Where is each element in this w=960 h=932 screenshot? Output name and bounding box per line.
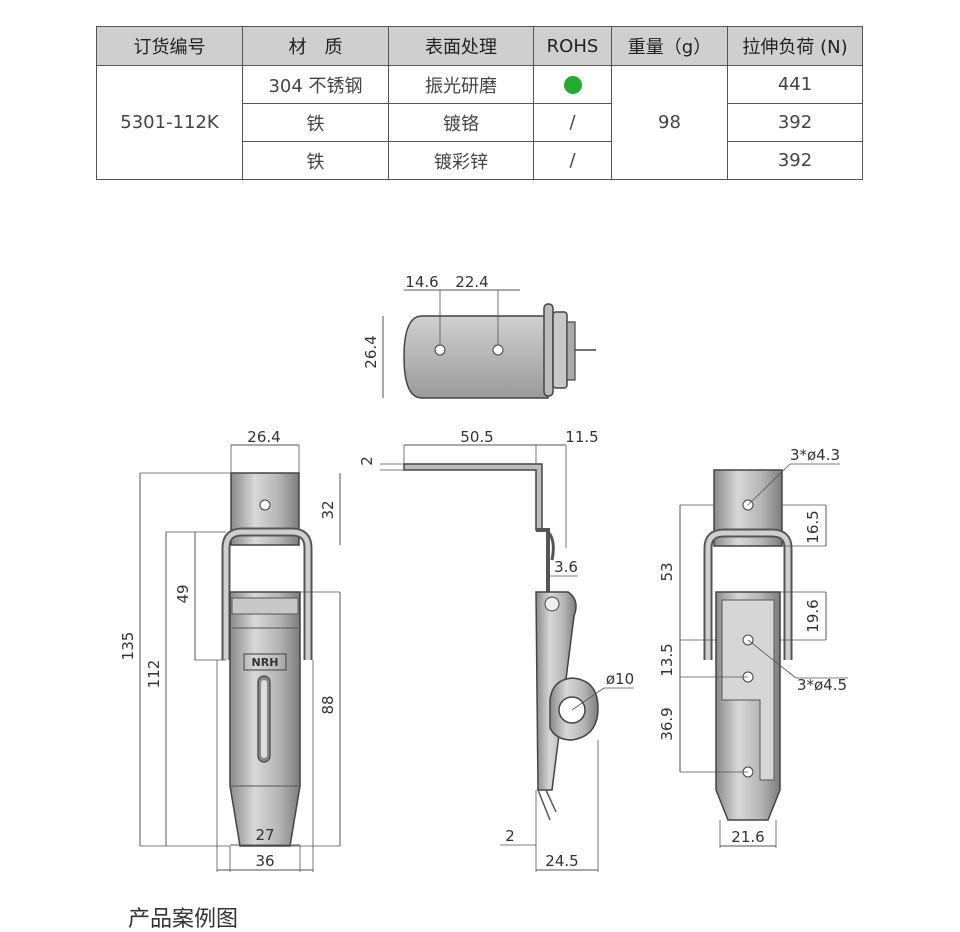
dim-label: 53 xyxy=(658,562,676,581)
dim-label: 36 xyxy=(255,852,274,870)
dim-label: 3*ø4.3 xyxy=(790,446,840,464)
dim-label: 88 xyxy=(319,695,337,714)
dim-label: 2 xyxy=(505,827,515,845)
cell-load: 392 xyxy=(727,103,863,142)
dim-label: 135 xyxy=(119,632,137,661)
dim-label: 3*ø4.5 xyxy=(797,676,847,694)
dim-label: 27 xyxy=(255,826,274,844)
cell-material: 铁 xyxy=(242,141,389,180)
cell-material: 铁 xyxy=(242,103,389,142)
cell-material: 304 不锈钢 xyxy=(242,65,389,104)
dim-label: 19.6 xyxy=(804,599,822,632)
dim-label: 3.6 xyxy=(554,558,578,576)
dim-label: 50.5 xyxy=(460,428,493,446)
back-view: 3*ø4.3 16.5 53 19.6 13.5 3*ø4.5 36.9 21.… xyxy=(658,446,848,848)
dim-label: 49 xyxy=(174,584,192,603)
dim-label: 11.5 xyxy=(565,428,598,446)
table-header-row: 订货编号 材 质 表面处理 ROHS 重量（g） 拉伸负荷 (N) xyxy=(96,26,863,66)
header-load: 拉伸负荷 (N) xyxy=(727,26,863,66)
dim-label: 14.6 xyxy=(405,273,438,291)
cell-finish: 振光研磨 xyxy=(388,65,534,104)
spec-table: 订货编号 材 质 表面处理 ROHS 重量（g） 拉伸负荷 (N) 5301-1… xyxy=(96,26,863,180)
dim-label: 26.4 xyxy=(362,335,380,368)
table-row: 铁 镀彩锌 / 392 xyxy=(97,141,863,180)
header-weight: 重量（g） xyxy=(611,26,728,66)
dim-label: 21.6 xyxy=(731,828,764,846)
dim-label: 24.5 xyxy=(545,852,578,870)
cell-order-no: 5301-112K xyxy=(96,65,243,180)
section-heading: 产品案例图 xyxy=(128,907,239,932)
dim-label: 36.9 xyxy=(658,707,676,740)
dim-label: ø10 xyxy=(606,670,634,688)
brand-logo: NRH xyxy=(252,656,279,669)
rohs-green-dot-icon xyxy=(563,76,582,94)
cell-load: 441 xyxy=(727,65,863,104)
front-view: NRH 26.4 32 49 135 112 88 27 36 xyxy=(119,428,341,872)
header-order-no: 订货编号 xyxy=(96,26,243,66)
table-row: 铁 镀铬 / 392 xyxy=(97,103,863,142)
top-view: 14.6 22.4 26.4 xyxy=(362,273,596,399)
dim-label: 16.5 xyxy=(804,510,822,543)
dim-label: 112 xyxy=(145,660,163,689)
table-row: 5301-112K 304 不锈钢 振光研磨 98 441 xyxy=(96,65,863,180)
dim-label: 26.4 xyxy=(247,428,280,446)
dim-label: 22.4 xyxy=(455,273,488,291)
dim-label: 13.5 xyxy=(658,643,676,676)
cell-rohs: / xyxy=(533,141,612,180)
cell-load: 392 xyxy=(727,141,863,180)
dim-label: 2 xyxy=(358,456,376,466)
cell-finish: 镀铬 xyxy=(388,103,534,142)
side-view: 2 50.5 11.5 3.6 ø10 24.5 2 xyxy=(358,428,634,872)
cell-weight: 98 xyxy=(611,65,728,180)
dim-label: 32 xyxy=(319,500,337,519)
